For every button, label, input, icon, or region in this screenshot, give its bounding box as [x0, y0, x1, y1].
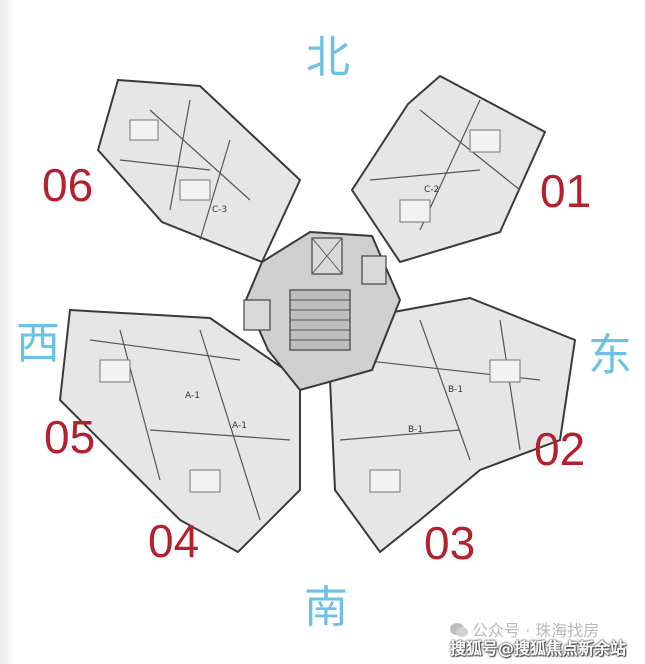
watermark-source: 搜狐号@搜狐焦点新余站	[450, 639, 627, 658]
wing-southeast: B-1 B-1	[328, 296, 577, 554]
plan-label-a1: A-1	[185, 391, 200, 401]
direction-north: 北	[306, 32, 350, 83]
unit-label-02: 02	[534, 423, 586, 475]
central-core	[243, 230, 402, 392]
wechat-icon	[450, 623, 468, 637]
wing-southwest: A-1 A-1	[58, 308, 301, 554]
direction-south: 南	[304, 582, 348, 633]
plan-label-c3: C-3	[212, 205, 227, 215]
wing-northeast: C-2	[350, 74, 547, 264]
unit-label-06: 06	[42, 159, 94, 211]
unit-label-04: 04	[148, 515, 200, 567]
watermark-account: 公众号 · 珠海找房	[472, 621, 600, 640]
plan-label-a1-b: A-1	[232, 421, 247, 431]
left-edge-shade	[0, 0, 14, 664]
unit-label-01: 01	[540, 165, 592, 217]
direction-west: 西	[16, 318, 60, 369]
wing-northwest: C-3	[96, 78, 302, 264]
plan-label-c2: C-2	[424, 185, 439, 195]
plan-label-b1: B-1	[448, 385, 463, 395]
direction-east: 东	[588, 330, 632, 381]
unit-label-03: 03	[424, 517, 476, 569]
unit-label-05: 05	[44, 411, 96, 463]
plan-label-b1-b: B-1	[408, 425, 423, 435]
